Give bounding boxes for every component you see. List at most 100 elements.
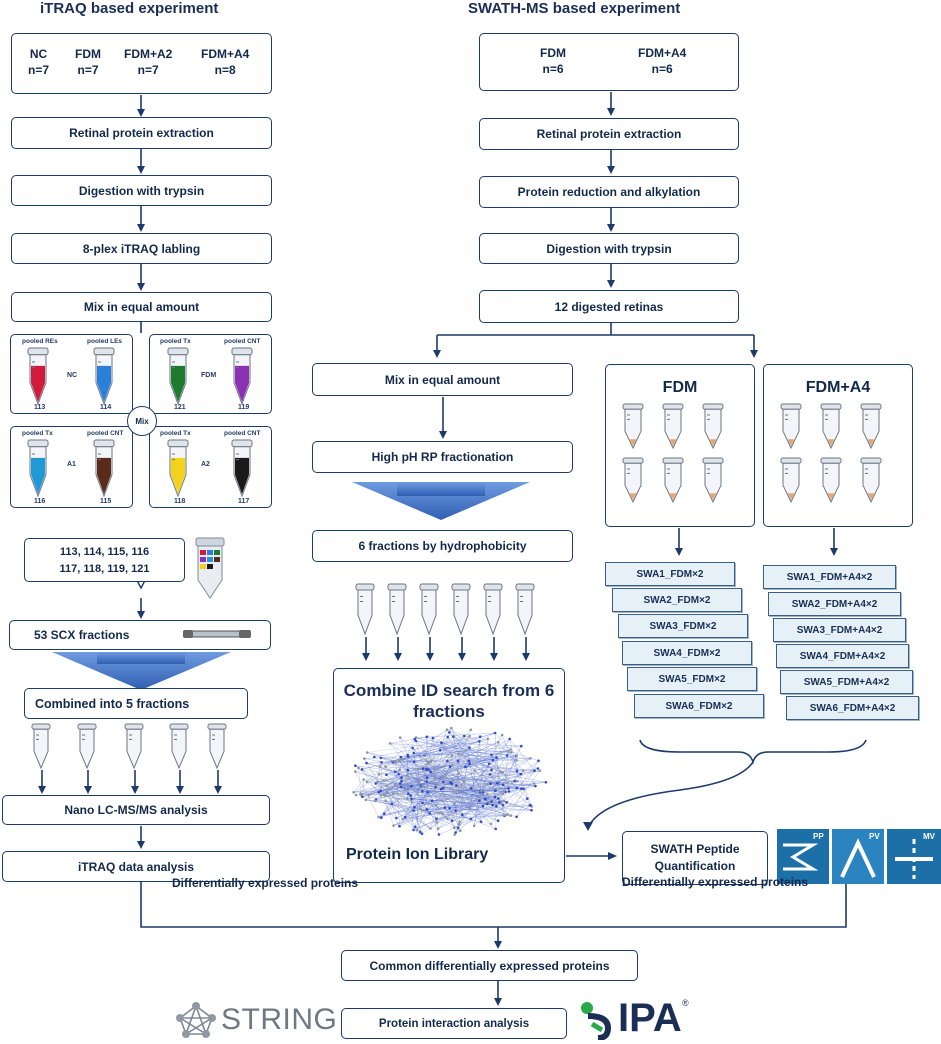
ipa-logo-text: IPA [618,996,682,1040]
tube-top-label: pooled Tx [160,430,191,437]
quadrant-label-fdm: FDM [201,372,217,379]
tube-number: 119 [238,404,250,411]
scx-label: 53 SCX fractions [34,628,130,642]
ipa-logo-icon [581,1002,612,1040]
tube-number: 118 [174,498,186,505]
tube-icon [622,457,644,504]
tube-number: 115 [100,498,112,505]
tube-top-label: pooled REs [22,338,58,345]
quadrant-label-nc: NC [67,372,78,379]
protein-network-image [352,726,548,836]
swath-step-extraction: Retinal protein extraction [479,118,739,150]
itraq-title: iTRAQ based experiment [40,0,219,17]
string-logo-icon [176,1002,216,1038]
tube-icon [820,457,842,504]
tube-icon [77,723,97,770]
tube-icon [27,439,49,498]
swath-step-digestion: Digestion with trypsin [479,233,739,264]
logo-mv: MV [923,832,935,841]
itraq-data-analysis-box: iTRAQ data analysis [2,851,270,882]
tube-icon [167,439,189,498]
step-itraq-labeling: 8-plex iTRAQ labling [11,233,272,264]
swa-run-fdm-a4: SWA4_FDM+A4×2 [776,644,909,668]
six-fractions-box: 6 fractions by hydrophobicity [312,530,573,562]
protein-ion-library-box [333,668,565,883]
tube-icon [169,723,189,770]
tube-icon [451,583,471,636]
tube-number: 113 [34,404,46,411]
quadrant-label-a2: A2 [201,461,210,468]
swa-run-fdm-a4: SWA6_FDM+A4×2 [786,696,919,720]
tube-number: 116 [34,498,46,505]
tube-icon [860,403,882,450]
tube-number: 117 [238,498,250,505]
swa-run-fdm: SWA6_FDM×2 [634,694,764,718]
tube-number: 121 [174,404,186,411]
high-ph-rp-box: High pH RP fractionation [312,441,573,473]
peakview-logos: PP PV MV [777,829,941,884]
common-dep-box: Common differentially expressed proteins [341,950,638,981]
tube-icon [355,583,375,636]
tube-icon [662,457,684,504]
swa-run-fdm: SWA3_FDM×2 [618,614,748,638]
tube-top-label: pooled CNT [224,430,261,437]
swa-run-fdm-a4: SWA3_FDM+A4×2 [773,618,906,642]
tube-top-label: pooled CNT [224,338,261,345]
tube-icon [387,583,407,636]
tube-icon [231,347,253,406]
logo-pv: PV [869,832,880,841]
step-retinal-extraction: Retinal protein extraction [11,117,272,149]
software-logo-icon [777,829,941,884]
tube-icon [662,403,684,450]
tube-icon [93,439,115,498]
tube-icon [231,439,253,498]
tube-top-label: pooled CNT [87,430,124,437]
swa-run-fdm: SWA4_FDM×2 [622,641,752,665]
tube-icon [167,347,189,406]
fdm-panel: FDM [605,364,755,527]
swath-step-12-retinas: 12 digested retinas [479,290,739,323]
combined-5-fractions: Combined into 5 fractions [24,688,248,719]
fraction-tubes-middle [355,583,535,636]
fraction-tubes-left [31,723,227,770]
swath-quant-box: SWATH Peptide Quantification [622,831,768,885]
fdm-sample-tubes [622,403,724,504]
mix-circle: Mix [127,406,157,436]
step-mix-equal: Mix in equal amount [11,292,272,322]
tube-icon [93,347,115,406]
dep-left-label: Differentially expressed proteins [172,876,359,890]
tube-icon [27,347,49,406]
tube-icon [515,583,535,636]
string-logo-text: STRING [221,1003,338,1036]
combined-channels-box: 113, 114, 115, 116 117, 118, 119, 121 [24,538,185,582]
tube-icon [483,583,503,636]
tube-icon [820,403,842,450]
swath-step-reduction: Protein reduction and alkylation [479,176,739,208]
tube-top-label: pooled LEs [87,338,123,345]
tube-icon [780,403,802,450]
tube-icon [124,723,144,770]
tube-icon [419,583,439,636]
ipa-registered-mark: ® [682,998,689,1008]
channels-line-1: 113, 114, 115, 116 [59,546,150,558]
tube-top-label: pooled Tx [22,430,53,437]
swa-run-fdm: SWA5_FDM×2 [627,667,757,691]
library-title: Combine ID search from 6 fractions [343,681,555,721]
multiplex-tube-icon [195,537,225,599]
swa-run-fdm-a4: SWA1_FDM+A4×2 [763,565,896,589]
fdm-a4-sample-tubes [780,403,882,504]
swa-run-fdm-a4: SWA2_FDM+A4×2 [768,592,901,616]
scx-column-icon [183,630,251,638]
tube-icon [702,457,724,504]
tube-icon [780,457,802,504]
swa-run-fdm: SWA2_FDM×2 [612,588,742,612]
step-digestion: Digestion with trypsin [11,175,272,206]
swa-run-fdm: SWA1_FDM×2 [605,562,735,586]
